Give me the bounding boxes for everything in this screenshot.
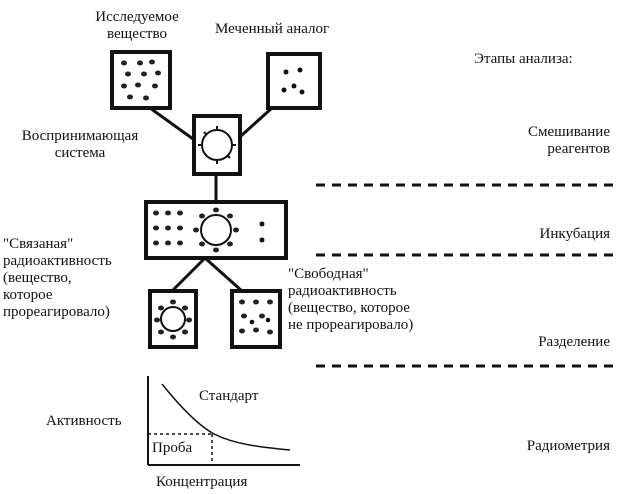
stage-radiometry: Радиометрия	[526, 438, 610, 454]
concentration-axis-label: Концентрация	[156, 474, 248, 490]
test-substance-label: Исследуемое вещество	[95, 9, 179, 42]
test-substance-box	[110, 50, 172, 110]
standard-curve-plot	[147, 376, 300, 466]
free-fraction-label: "Свободная" радиоактивность (вещество, к…	[288, 266, 414, 333]
activity-axis-label: Активность	[46, 413, 122, 429]
stage-mixing: Смешивание реагентов	[528, 124, 610, 157]
bound-fraction-box	[148, 289, 198, 349]
sample-label: Проба	[152, 440, 193, 456]
stage-dividers	[316, 183, 614, 368]
incubation-box	[144, 200, 288, 260]
receptor-box	[192, 114, 242, 176]
labeled-analog-box	[266, 52, 322, 110]
standard-curve-label: Стандарт	[199, 388, 259, 404]
stage-incubation: Инкубация	[539, 226, 610, 242]
stage-separation: Разделение	[538, 334, 610, 350]
labeled-analog-label: Меченный аналог	[215, 21, 330, 37]
stages-title: Этапы анализа:	[474, 51, 573, 67]
receptor-label: Воспринимающая система	[21, 128, 139, 161]
free-fraction-box	[230, 289, 282, 349]
bound-fraction-label: "Связаная" радиоактивность (вещество, ко…	[3, 236, 112, 320]
